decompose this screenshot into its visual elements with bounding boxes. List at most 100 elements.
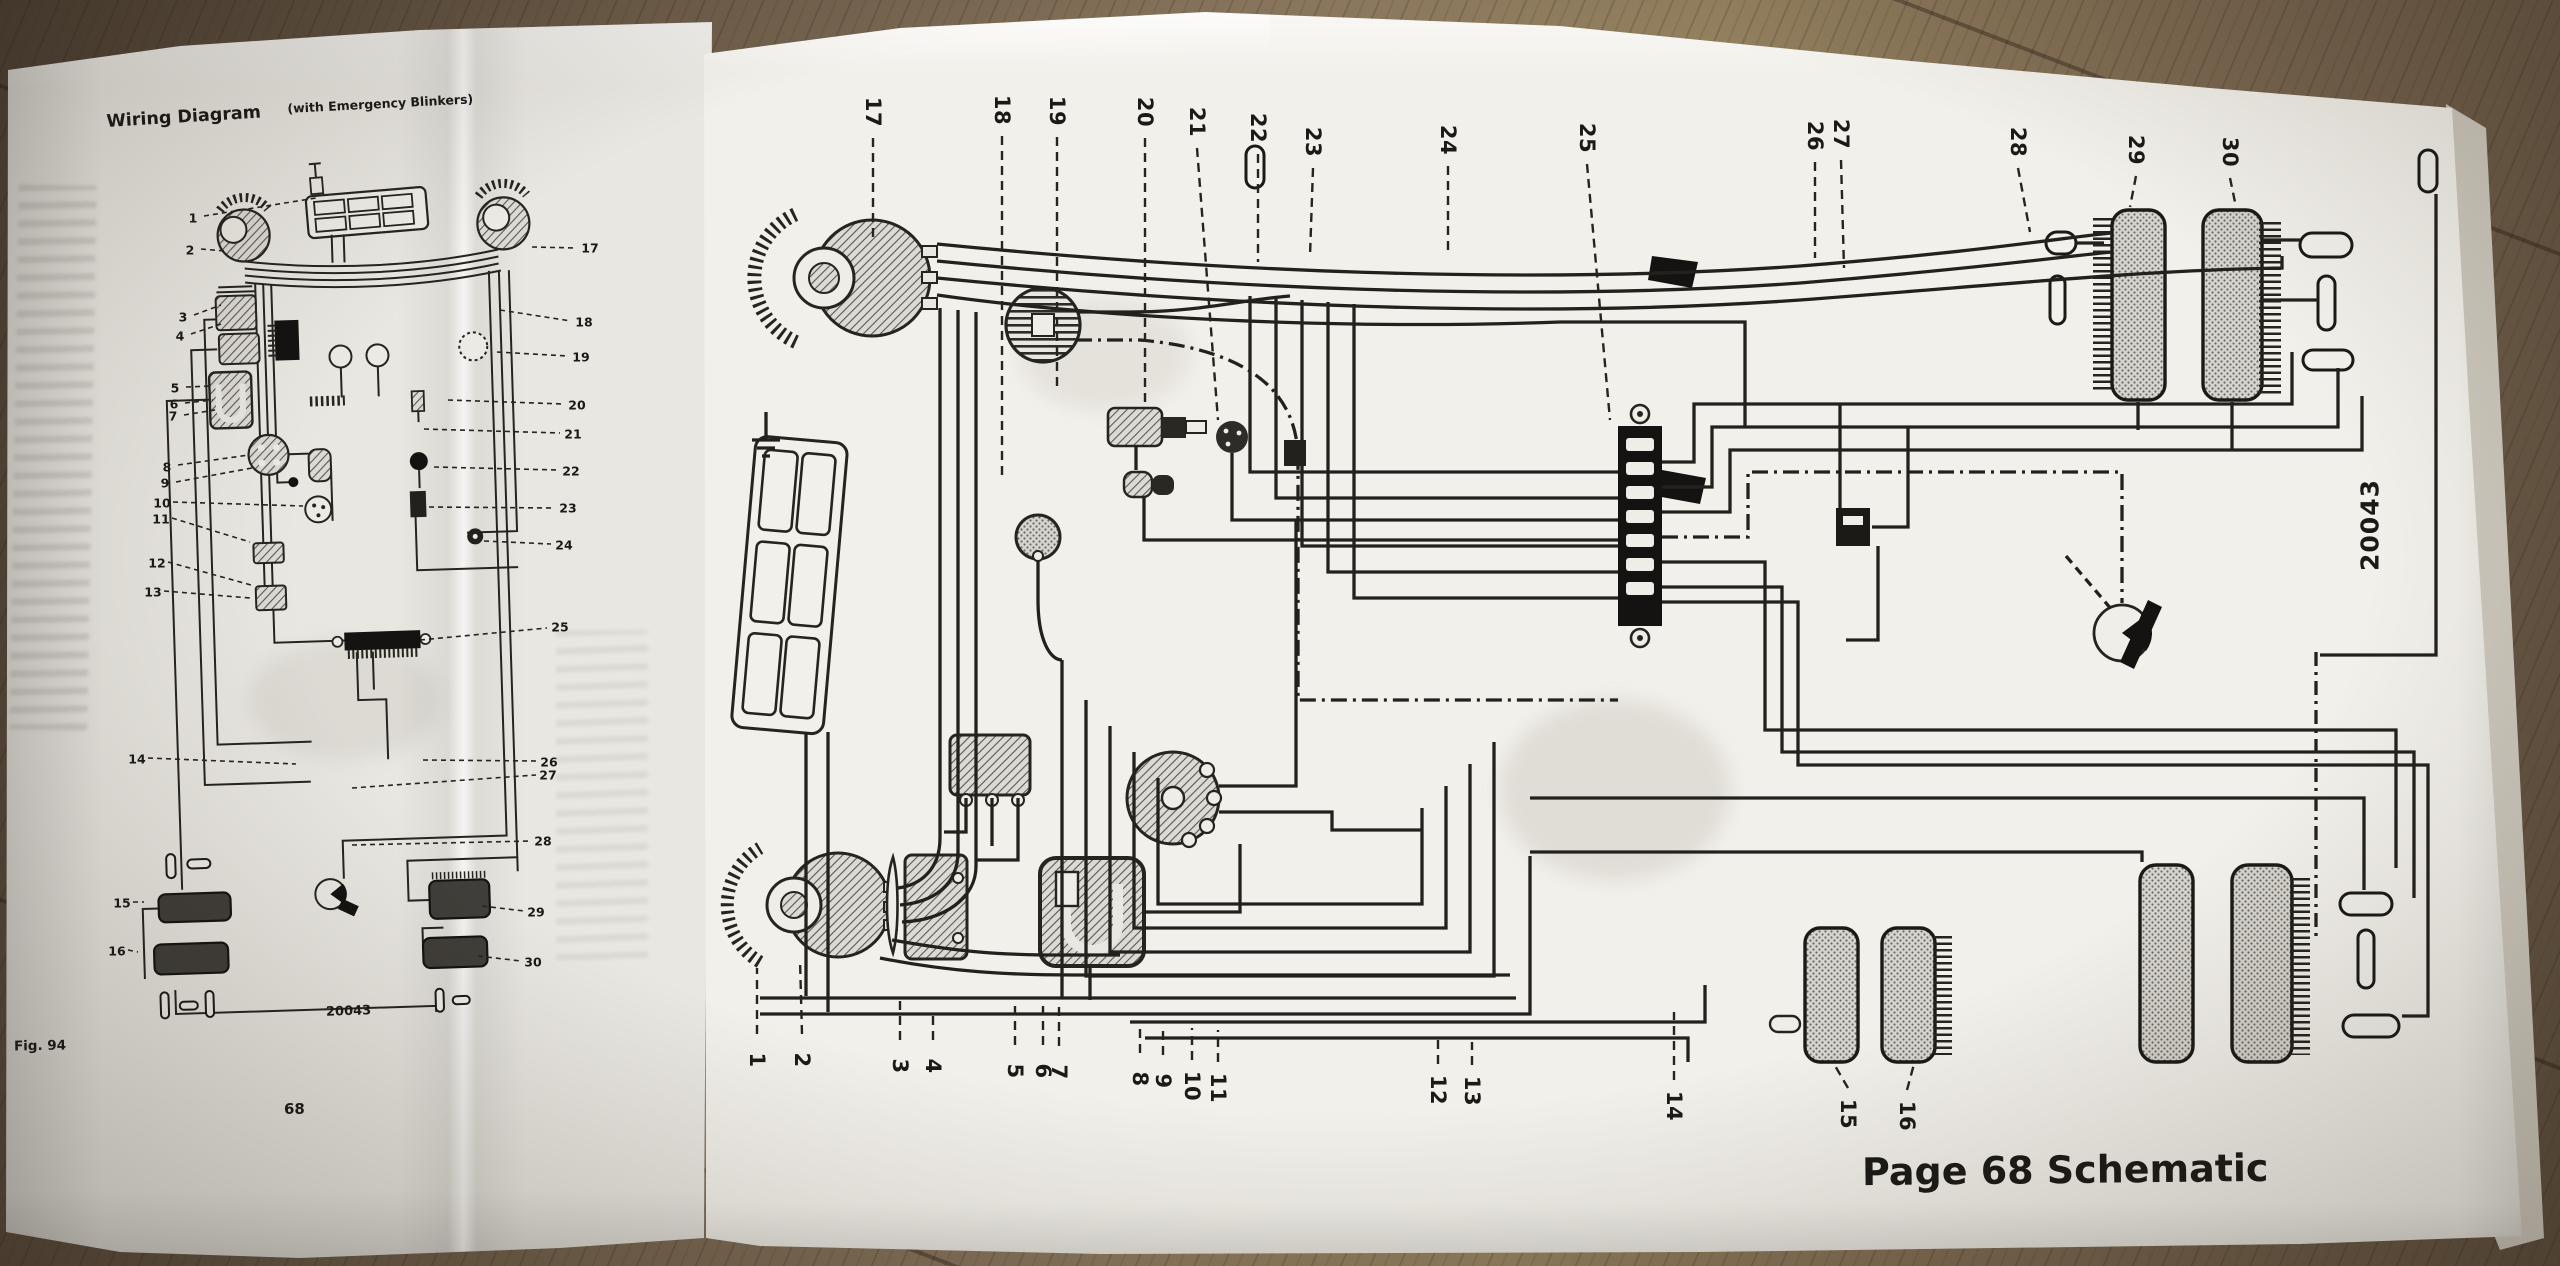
coil-icon [307, 448, 333, 483]
relay-icon [409, 490, 427, 518]
parking-lamp-icon [1014, 513, 1062, 562]
callout-18: 18 [990, 94, 1014, 126]
callout-3: 3 [888, 1058, 912, 1074]
figure-label: Fig. 94 [13, 1037, 67, 1055]
steering-column-contact-icon [314, 878, 359, 917]
ignition-switch-icon [304, 495, 333, 524]
bleed-through-text [556, 630, 648, 960]
left-schematic [141, 162, 531, 1020]
callout-7: 7 [168, 408, 178, 424]
headlight-icon [216, 193, 272, 263]
connector-strip-icon [309, 395, 346, 407]
callout-24: 24 [1436, 124, 1460, 156]
callout-4: 4 [175, 328, 185, 344]
tail-lamp-icon [1768, 926, 1952, 1064]
callout-17: 17 [581, 240, 599, 256]
callout-26: 26 [1803, 120, 1827, 152]
connector-pair-icon [1122, 470, 1174, 499]
callout-3: 3 [178, 309, 188, 325]
relay-icon [1106, 406, 1207, 448]
callout-12: 12 [148, 555, 166, 571]
callout-16: 16 [1895, 1100, 1919, 1132]
wiring-harness [141, 234, 519, 1016]
callout-8: 8 [1128, 1071, 1152, 1087]
callout-2: 2 [790, 1052, 814, 1068]
gauge-icon [1216, 421, 1248, 453]
distributor-icon [247, 433, 290, 476]
callout-28: 28 [534, 833, 552, 849]
callout-8: 8 [162, 459, 172, 475]
ignition-coil-icon [214, 285, 261, 366]
callout-15: 15 [1836, 1098, 1860, 1130]
callout-5: 5 [170, 380, 180, 396]
callout-25: 25 [1575, 122, 1599, 154]
callout-30: 30 [524, 954, 542, 970]
callout-6: 6 [169, 396, 179, 412]
bullet-connector-icon [159, 853, 471, 1020]
callout-18: 18 [575, 314, 593, 330]
fuse-box-icon [331, 630, 432, 659]
flasher-relay-icon [1836, 508, 1880, 642]
nut-icon [467, 528, 484, 545]
callout-5: 5 [1003, 1063, 1027, 1079]
callout-29: 29 [527, 904, 545, 920]
gauge-icon [458, 331, 489, 362]
callout-24: 24 [555, 537, 573, 553]
tail-lamp-icon [2138, 863, 2310, 1064]
emergency-blinker-switch-panel [304, 162, 430, 240]
harness-junction [288, 477, 299, 488]
callout-17: 17 [861, 96, 885, 128]
ignition-switch-icon [1125, 750, 1223, 849]
callout-19: 19 [1045, 95, 1069, 127]
callout-21: 21 [1185, 106, 1209, 138]
callout-12: 12 [1426, 1074, 1450, 1106]
callout-27: 27 [1829, 118, 1853, 150]
callout-25: 25 [551, 619, 569, 635]
bullet-connector-icon [1244, 144, 2439, 1039]
battery-icon [207, 370, 254, 430]
callout-11: 11 [1206, 1072, 1230, 1104]
callout-13: 13 [1460, 1075, 1484, 1107]
tail-lamp-icon [152, 878, 492, 976]
callout-21: 21 [564, 426, 582, 442]
callout-19: 19 [572, 349, 590, 365]
headlight-icon [747, 207, 938, 349]
callout-10: 10 [153, 495, 171, 511]
callout-20: 20 [1133, 96, 1157, 128]
callout-11: 11 [152, 511, 170, 527]
callout-9: 9 [1151, 1073, 1175, 1089]
callout-23: 23 [559, 500, 577, 516]
paper-stain [250, 640, 440, 760]
steering-column-contact-icon [2092, 600, 2162, 669]
connector-comb-icon [267, 319, 300, 361]
callout-26: 26 [540, 754, 558, 770]
callout-27: 27 [539, 767, 557, 783]
callout-2: 2 [185, 242, 195, 258]
callout-1: 1 [745, 1052, 769, 1068]
callout-22: 22 [562, 463, 580, 479]
fuse-box-icon [1618, 403, 1662, 649]
callout-7: 7 [1047, 1064, 1071, 1080]
callout-10: 10 [1180, 1070, 1204, 1102]
callout-13: 13 [144, 584, 162, 600]
callout-22: 22 [1246, 112, 1270, 144]
callout-9: 9 [160, 475, 170, 491]
wiring-harness [760, 194, 2438, 1062]
horn-button-icon [409, 452, 428, 471]
switch-icon [252, 541, 285, 565]
lamp-icon [365, 343, 390, 368]
right-diagram-number: 20043 [2355, 479, 2385, 571]
callout-16: 16 [108, 943, 126, 959]
lamp-comb [431, 870, 486, 880]
left-diagram-number: 20043 [325, 1003, 372, 1020]
left-page-number: 68 [284, 1100, 305, 1118]
schematic-caption: Page 68 Schematic [1861, 1145, 2269, 1195]
paper-stain [1500, 700, 1730, 880]
battery-icon [1038, 856, 1146, 968]
headlight-icon [474, 178, 531, 251]
ground-symbol-icon [752, 412, 780, 458]
right-schematic [720, 144, 2439, 1064]
